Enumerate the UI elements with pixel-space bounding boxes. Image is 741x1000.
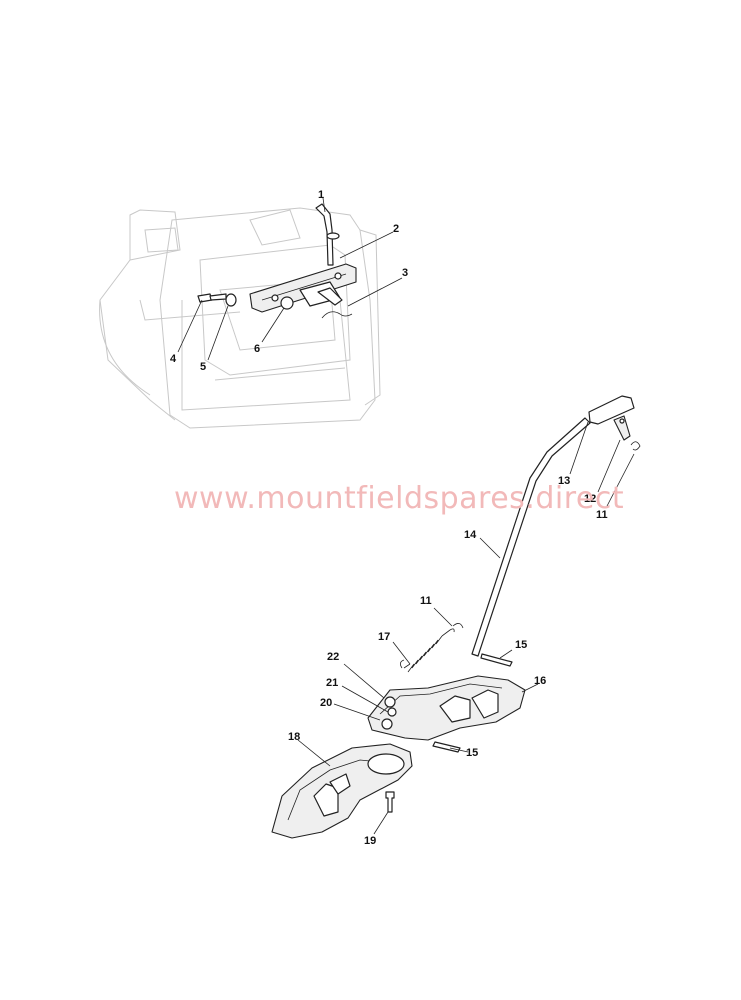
callout-20: 20 <box>320 697 332 709</box>
upper-lever-assembly <box>197 203 357 319</box>
part-11-r-clip-lower <box>452 623 464 629</box>
part-22-bush <box>384 696 396 708</box>
part-17-tension-spring <box>400 628 455 673</box>
callout-1: 1 <box>318 189 324 201</box>
callout-14: 14 <box>464 529 477 541</box>
part-15-pin-lower <box>432 741 461 753</box>
part-1-collar <box>326 232 340 240</box>
callout-11: 11 <box>596 509 608 521</box>
callout-17: 17 <box>378 631 390 643</box>
part-5-washer <box>225 293 237 307</box>
part-16-base-bracket <box>367 675 526 753</box>
callout-21: 21 <box>326 677 338 689</box>
callout-5: 5 <box>200 361 206 373</box>
part-14-handle-tube <box>471 417 591 657</box>
part-15-pin-upper <box>480 653 513 667</box>
part-19-bolt <box>385 791 395 813</box>
part-18-pedal-plate <box>271 743 413 839</box>
callout-18: 18 <box>288 731 300 743</box>
part-12-clevis <box>613 415 631 441</box>
part-3-spring-clip <box>321 311 353 319</box>
callout-16: 16 <box>534 675 546 687</box>
part-11-r-clip-upper <box>630 441 641 451</box>
callout-4: 4 <box>170 353 177 365</box>
callout-12: 12 <box>584 493 596 505</box>
callout-labels: 1 2 3 4 5 6 13 12 11 14 11 15 17 22 16 2… <box>170 189 608 847</box>
chassis-ghost-outline <box>99 207 381 429</box>
callout-15-lower: 15 <box>466 747 478 759</box>
callout-13: 13 <box>558 475 570 487</box>
handle-assembly <box>452 395 641 667</box>
callout-3: 3 <box>402 267 408 279</box>
part-20-bush <box>381 718 393 730</box>
callout-6: 6 <box>254 343 260 355</box>
part-6-nut <box>280 296 294 310</box>
callout-leader-lines <box>177 197 635 835</box>
callout-22: 22 <box>327 651 339 663</box>
callout-2: 2 <box>393 223 399 235</box>
callout-11-lower: 11 <box>420 595 432 607</box>
callout-15-upper: 15 <box>515 639 527 651</box>
callout-19: 19 <box>364 835 376 847</box>
watermark-text: www.mountfieldspares.direct <box>174 481 624 516</box>
part-21-washer <box>387 707 397 717</box>
part-13-handle-grip <box>588 395 635 425</box>
